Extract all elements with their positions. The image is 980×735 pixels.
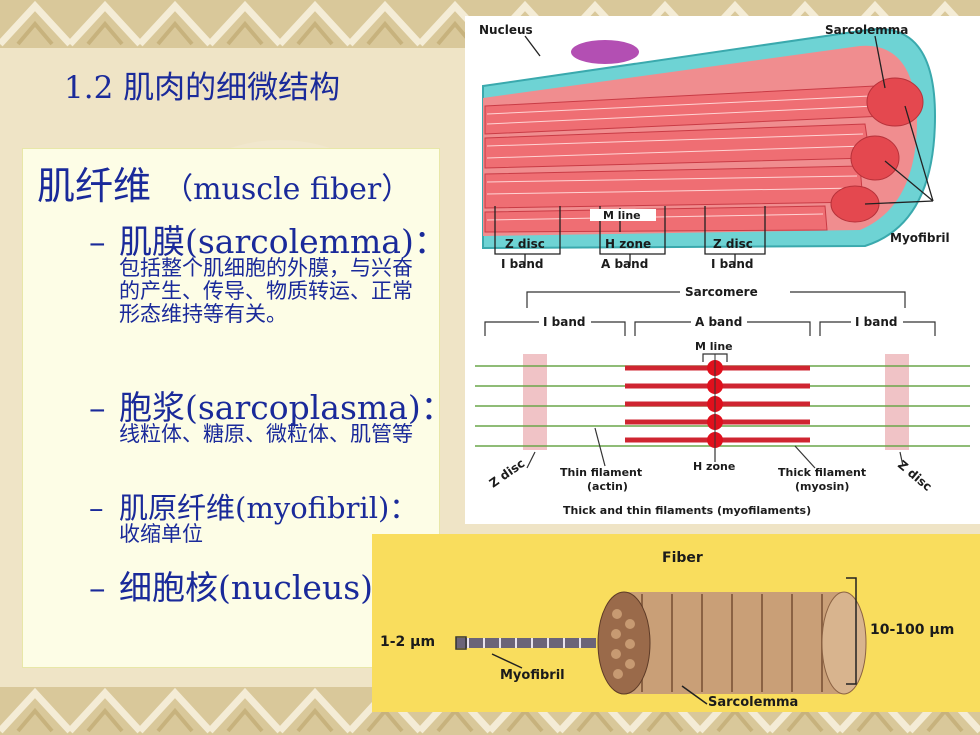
label-h-zone-2: H zone	[693, 460, 735, 473]
filament-lattice	[475, 354, 970, 456]
bullet-sarcolemma: –肌膜(sarcolemma)：	[89, 222, 447, 261]
heading-en: （muscle fiber）	[163, 172, 412, 207]
myofibril-bundles	[484, 85, 886, 233]
label-size-large: 10-100 μm	[870, 622, 954, 638]
striations	[486, 95, 876, 221]
label-thin-filament: Thin filament	[560, 466, 642, 479]
label-nucleus: Nucleus	[479, 23, 533, 37]
bullet-desc: 收缩单位	[119, 522, 203, 546]
bullet-label: 肌膜(sarcolemma)：	[119, 222, 447, 261]
label-sarcomere: Sarcomere	[685, 285, 758, 299]
text-box: 肌纤维 （muscle fiber） –肌膜(sarcolemma)： 包括整个…	[22, 148, 454, 668]
heading-cn: 肌纤维	[37, 164, 152, 208]
label-fiber: Fiber	[662, 550, 703, 566]
myofibril-strand	[455, 636, 596, 650]
label-i-band-3: I band	[543, 315, 585, 329]
bullet-desc: 包括整个肌细胞的外膜，与兴奋的产生、传导、物质转运、正常形态维持等有关。	[119, 256, 413, 326]
diagram-caption: Thick and thin filaments (myofilaments)	[563, 504, 811, 517]
label-myofibril: Myofibril	[890, 231, 950, 245]
fiber-cylinder	[597, 591, 867, 695]
label-myofibril-2: Myofibril	[500, 668, 565, 683]
label-h-zone: H zone	[605, 237, 651, 251]
fiber-diagram: Fiber	[372, 534, 980, 712]
myofibril-end	[866, 77, 924, 127]
label-m-line-2: M line	[695, 340, 733, 353]
bullet-nucleus: –细胞核(nucleus)：	[89, 568, 407, 607]
label-thick-filament: Thick filament	[778, 466, 866, 479]
nucleus-shape	[571, 40, 639, 64]
slide-title: 1.2 肌肉的细微结构	[64, 70, 341, 106]
label-sarcolemma: Sarcolemma	[825, 23, 908, 37]
label-z-disc-3: Z disc	[487, 456, 528, 490]
muscle-structure-diagram: Nucleus Sarcolemma Myofibril M line Z di…	[465, 16, 980, 524]
label-sarcolemma-2: Sarcolemma	[708, 695, 798, 710]
label-a-band: A band	[601, 257, 648, 271]
bullet-label: 细胞核(nucleus)：	[119, 568, 407, 607]
label-z-disc-2: Z disc	[713, 237, 753, 251]
bullet-sarcoplasma: –胞浆(sarcoplasma)：	[89, 388, 454, 427]
bullet-label: 胞浆(sarcoplasma)：	[119, 388, 454, 427]
label-m-line: M line	[603, 209, 641, 222]
label-a-band-2: A band	[695, 315, 742, 329]
label-z-disc: Z disc	[505, 237, 545, 251]
label-i-band-2: I band	[711, 257, 753, 271]
label-i-band-4: I band	[855, 315, 897, 329]
label-size-small: 1-2 μm	[380, 634, 435, 650]
label-i-band: I band	[501, 257, 543, 271]
label-z-disc-4: Z disc	[895, 458, 935, 494]
bullet-label: 肌原纤维(myofibril)：	[119, 491, 419, 525]
label-actin: (actin)	[587, 480, 628, 493]
heading: 肌纤维 （muscle fiber）	[37, 155, 411, 210]
bullet-desc: 线粒体、糖原、微粒体、肌管等	[119, 422, 413, 446]
label-myosin: (myosin)	[795, 480, 849, 493]
bullet-myofibril: –肌原纤维(myofibril)：	[89, 491, 419, 525]
